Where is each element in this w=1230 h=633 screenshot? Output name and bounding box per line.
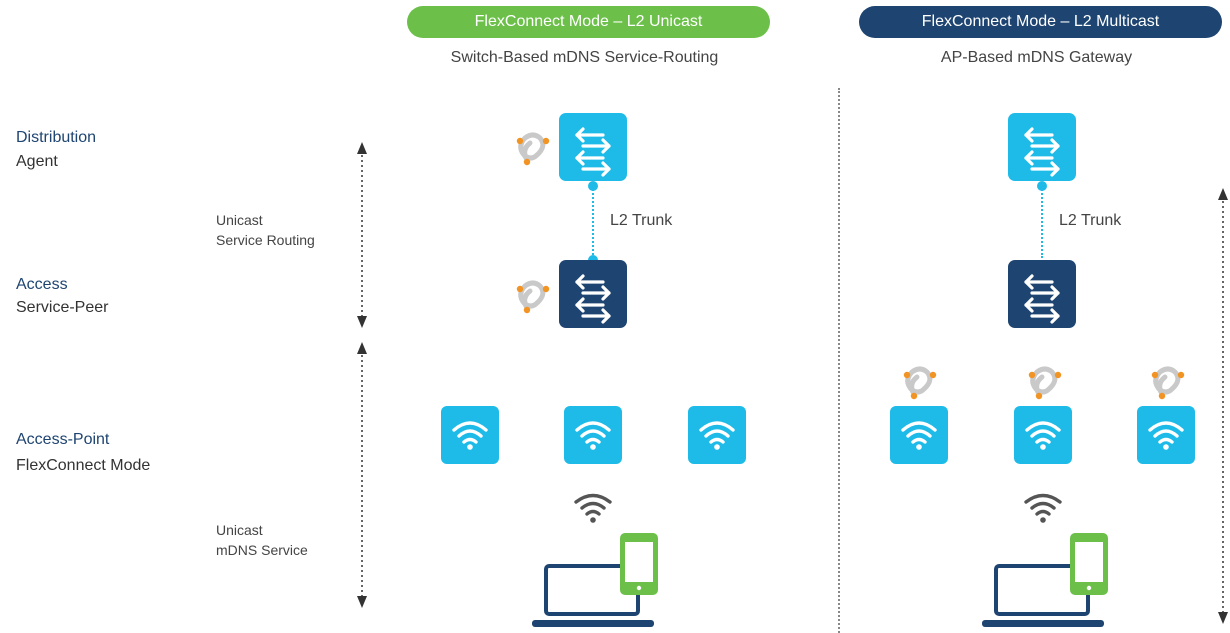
l2-trunk-label: L2 Trunk [1059, 212, 1122, 229]
wifi-access-point-icon [688, 406, 746, 464]
level-distribution-subtitle: Agent [16, 153, 58, 170]
panel-divider [838, 88, 840, 633]
span-arrows [357, 142, 367, 608]
wifi-access-point-icon [890, 406, 948, 464]
note-line-1: Unicast [216, 522, 263, 538]
l2-trunk-link [1041, 186, 1043, 258]
note-line-2: Service Routing [216, 232, 315, 248]
access-switch-icon [559, 260, 627, 328]
wireless-signal-icon [573, 490, 613, 525]
mode-badge-l2-unicast: FlexConnect Mode – L2 Unicast [407, 6, 770, 38]
smartphone-icon [1070, 533, 1108, 595]
right-subtitle: AP-Based mDNS Gateway [940, 49, 1133, 66]
distribution-switch-icon [1008, 113, 1076, 181]
client-devices [532, 533, 658, 627]
wifi-access-point-icon [1137, 406, 1195, 464]
note-line-2: mDNS Service [216, 542, 308, 558]
mode-badge-l2-multicast: FlexConnect Mode – L2 Multicast [859, 6, 1222, 38]
link-endpoint [1037, 181, 1047, 191]
access-switch-icon [1008, 260, 1076, 328]
smartphone-icon [620, 533, 658, 595]
bonjour-icon [900, 362, 940, 402]
client-devices [982, 533, 1108, 627]
bonjour-icon [1148, 362, 1188, 402]
level-distribution-title: Distribution [16, 129, 97, 146]
wifi-access-point-icon [564, 406, 622, 464]
wifi-access-point-icon [1014, 406, 1072, 464]
wireless-signal-icon [1023, 490, 1063, 525]
bonjour-icon [513, 128, 553, 168]
unicast-mdns-service-note: Unicast mDNS Service [216, 520, 308, 560]
level-access-subtitle: Service-Peer [16, 299, 109, 316]
right-edge-arrow [1218, 188, 1228, 624]
wifi-access-point-icon [441, 406, 499, 464]
note-line-1: Unicast [216, 212, 263, 228]
bonjour-icon [513, 276, 553, 316]
link-endpoint [588, 181, 598, 191]
left-subtitle: Switch-Based mDNS Service-Routing [450, 49, 719, 66]
unicast-service-routing-note: Unicast Service Routing [216, 210, 315, 250]
bonjour-icon [1025, 362, 1065, 402]
l2-trunk-link [592, 186, 594, 258]
level-access-title: Access [16, 276, 68, 293]
level-access-point-subtitle: FlexConnect Mode [16, 457, 151, 474]
distribution-switch-icon [559, 113, 627, 181]
l2-trunk-label: L2 Trunk [610, 212, 673, 229]
level-access-point-title: Access-Point [16, 431, 110, 448]
